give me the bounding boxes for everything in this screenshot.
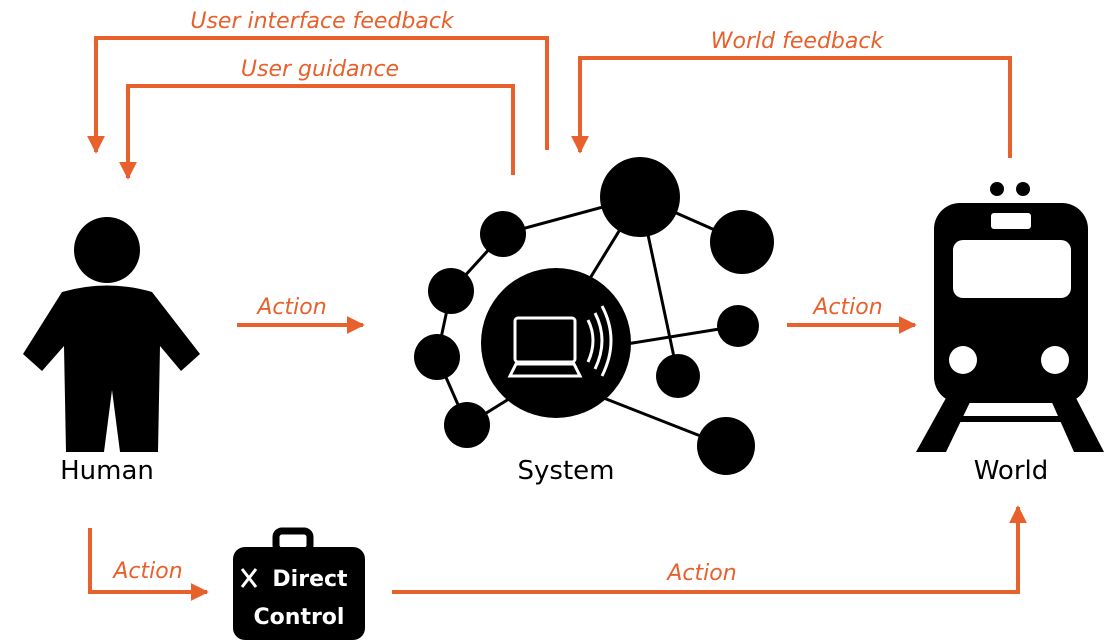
direct-control-line2: Control — [254, 605, 345, 630]
system-to-world-label: Action — [811, 295, 882, 320]
world-feedback-label: World feedback — [711, 29, 885, 54]
ui-feedback-label: User interface feedback — [190, 9, 455, 34]
network-icon — [414, 157, 774, 475]
world-label: World — [974, 456, 1049, 486]
direct-control-to-world-arrow — [392, 505, 1027, 594]
human-to-system-label: Action — [255, 295, 326, 320]
world-feedback-arrow — [571, 56, 1012, 158]
computer-icon — [507, 305, 613, 378]
user-guidance-label: User guidance — [241, 57, 399, 82]
ui-feedback-arrow — [87, 36, 549, 154]
direct-control-to-world-label: Action — [665, 561, 736, 586]
system-label: System — [518, 456, 615, 486]
human-to-direct-control-arrow — [88, 528, 209, 601]
human-icon — [23, 217, 200, 452]
human-label: Human — [60, 456, 154, 486]
direct-control-line1: Direct — [272, 567, 348, 592]
toolbox-icon — [233, 527, 365, 640]
user-guidance-arrow — [119, 84, 515, 180]
human-to-direct-control-label: Action — [111, 559, 182, 584]
train-icon — [916, 182, 1104, 452]
